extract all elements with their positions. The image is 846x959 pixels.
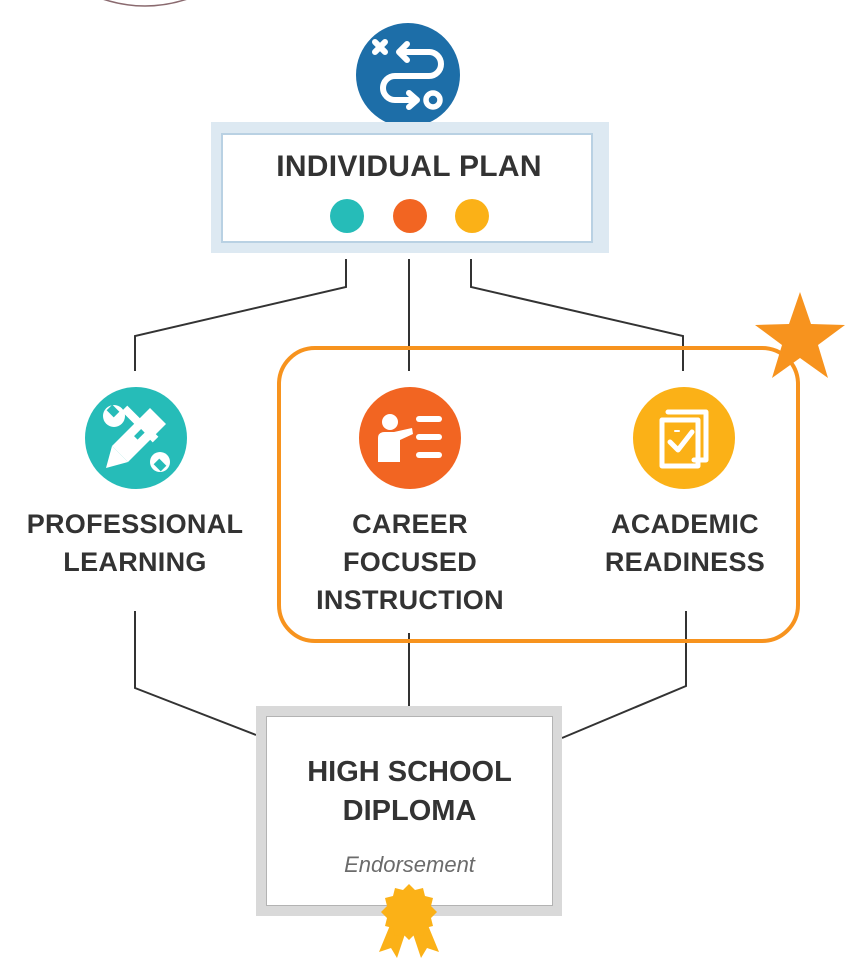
pillar-career-line1: CAREER (352, 509, 468, 539)
plan-dot-yellow (455, 199, 489, 233)
connector-lines-top (134, 259, 684, 371)
highlight-box (277, 346, 800, 643)
teacher-board-icon (359, 387, 461, 489)
pillar-career-line2: FOCUSED (342, 547, 478, 577)
top-arc-decoration (103, 0, 187, 7)
route-plan-icon (356, 23, 460, 127)
star-icon (755, 292, 845, 378)
checklist-icon (633, 387, 735, 489)
award-ribbon-icon (379, 884, 439, 958)
pillar-academic-label: ACADEMIC READINESS (560, 505, 810, 581)
pillar-professional-label: PROFESSIONAL LEARNING (0, 505, 270, 581)
connector-academic-diploma (561, 611, 687, 739)
connector-lines-bottom (134, 611, 687, 739)
connector-professional-diploma (134, 611, 257, 736)
tools-icon (85, 387, 187, 489)
pillar-professional-line1: PROFESSIONAL (26, 509, 244, 539)
diploma-title: HIGH SCHOOL DIPLOMA (266, 753, 553, 831)
plan-title: INDIVIDUAL PLAN (276, 150, 542, 183)
diploma-line2: DIPLOMA (342, 795, 477, 827)
pillar-academic-line2: READINESS (604, 547, 766, 577)
diploma-subtitle: Endorsement (344, 852, 475, 877)
diploma-line1: HIGH SCHOOL (307, 756, 512, 788)
connector-plan-academic (470, 259, 684, 371)
plan-dot-orange (393, 199, 427, 233)
pillar-professional-line2: LEARNING (63, 547, 207, 577)
pillar-career-label: CAREER FOCUSED INSTRUCTION (280, 505, 540, 619)
pillar-career-line3: INSTRUCTION (316, 585, 504, 615)
plan-dot-teal (330, 199, 364, 233)
connector-plan-professional (134, 259, 347, 371)
pillar-academic-line1: ACADEMIC (611, 509, 759, 539)
diploma-box (266, 716, 553, 906)
